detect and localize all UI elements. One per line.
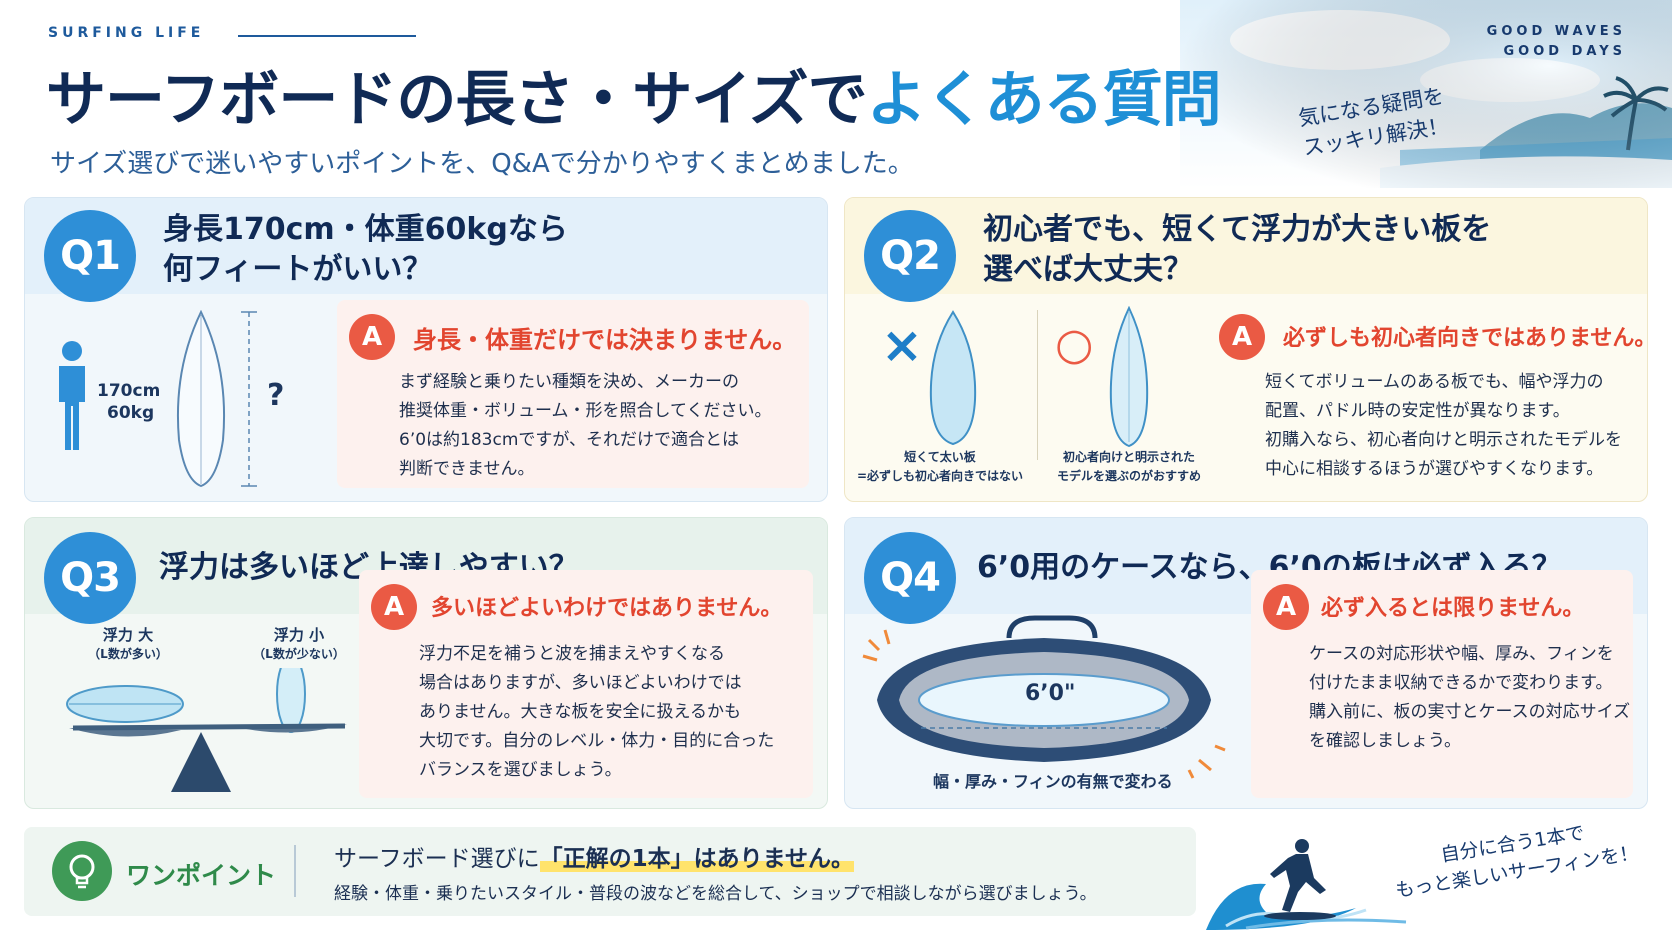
q2-good-label-line-2: モデルを選ぶのがおすすめ <box>1056 469 1201 483</box>
q3-answer-head: 多いほどよいわけではありません。 <box>431 596 783 621</box>
q3-answer-line: 浮力不足を補うと波を捕まえやすくなる <box>419 644 725 664</box>
title-accent: よくある質問 <box>866 65 1222 135</box>
q2-answer-line: 初購入なら、初心者向けと明示されたモデルを <box>1265 430 1622 450</box>
slogan-line-1: GOOD WAVES <box>1486 24 1626 39</box>
q4-answer-body: ケースの対応形状や幅、厚み、フィンを 付けたまま収納できるかで変わります。 購入… <box>1309 640 1630 756</box>
one-point-line-1-pre: サーフボード選びに <box>334 846 540 872</box>
q1-figure-height: 170cm <box>97 381 161 401</box>
surfer-wave-illustration <box>1206 839 1407 930</box>
one-point-banner: ワンポイント サーフボード選びに「正解の1本」はありません。 経験・体重・乗りた… <box>24 827 1196 916</box>
q3-big-label: 浮力 大 （L数が多い） <box>73 626 183 664</box>
q3-big-label-sub: （L数が多い） <box>88 647 168 661</box>
q3-answer-badge: A <box>371 584 417 630</box>
page-title: サーフボードの長さ・サイズでよくある質問 <box>46 58 1222 142</box>
q4-badge: Q4 <box>864 532 956 624</box>
q2-good-label: 初心者向けと明示された モデルを選ぶのがおすすめ <box>1039 448 1219 486</box>
q3-big-label-title: 浮力 大 <box>102 626 154 644</box>
beach-scene-illustration <box>1180 0 1672 188</box>
q2-answer-line: 配置、パドル時の安定性が異なります。 <box>1265 401 1570 421</box>
q3-small-label: 浮力 小 （L数が少ない） <box>239 626 359 664</box>
q2-answer-badge: A <box>1219 314 1265 360</box>
q2-bad-label-line-2: =必ずしも初心者向きではない <box>856 469 1024 483</box>
surfboard-icon <box>176 310 226 488</box>
page-subtitle: サイズ選びで迷いやすいポイントを、Q&Aで分かりやすくまとめました。 <box>50 149 914 179</box>
q1-title-line-2: 何フィートがいい？ <box>163 252 433 287</box>
q3-answer-line: 大切です。自分のレベル・体力・目的に合った <box>419 731 775 751</box>
faq-card-q4: Q4 6’0用のケースなら、6’0の板は必ず入る？ 6’0" 幅・厚み・フィンの… <box>844 517 1648 809</box>
q3-answer-line: 場合はありますが、多いほどよいわけでは <box>419 673 742 693</box>
one-point-label: ワンポイント <box>126 861 277 890</box>
q3-answer-body: 浮力不足を補うと波を捕まえやすくなる 場合はありますが、多いほどよいわけでは あ… <box>419 640 774 785</box>
slogan: GOOD WAVES GOOD DAYS <box>1487 22 1626 62</box>
q2-answer-line: 短くてボリュームのある板でも、幅や浮力の <box>1265 372 1604 392</box>
q1-answer-head: 身長・体重だけでは決まりません。 <box>413 326 797 354</box>
q1-answer-line: 判断できません。 <box>399 459 535 479</box>
q2-answer-line: 中心に相談するほうが選びやすくなります。 <box>1265 459 1604 479</box>
q1-question-mark: ? <box>267 378 285 413</box>
faq-card-q2: Q2 初心者でも、短くて浮力が大きい板を 選べば大丈夫？ × 短くて太い板 =必… <box>844 197 1648 502</box>
q1-answer-line: まず経験と乗りたい種類を決め、メーカーの <box>399 372 739 392</box>
kicker: SURFING LIFE <box>48 25 205 41</box>
q4-case-size: 6’0" <box>1025 681 1076 706</box>
person-icon <box>59 341 85 450</box>
q3-small-label-sub: （L数が少ない） <box>253 647 345 661</box>
title-main: サーフボードの長さ・サイズで <box>46 65 868 135</box>
short-wide-board-icon <box>929 310 977 446</box>
q2-badge: Q2 <box>864 210 956 302</box>
cross-icon: × <box>881 316 923 374</box>
beginner-board-icon <box>1109 306 1149 448</box>
q1-answer-line: 推奨体重・ボリューム・形を照合してください。 <box>399 401 772 421</box>
q2-answer-body: 短くてボリュームのある板でも、幅や浮力の 配置、パドル時の安定性が異なります。 … <box>1265 368 1622 484</box>
lightbulb-icon <box>52 841 112 901</box>
faq-card-q3: Q3 浮力は多いほど上達しやすい？ 浮力 大 （L数が多い） 浮力 小 （L数が… <box>24 517 828 809</box>
length-dimension-line <box>241 311 257 487</box>
q2-header <box>845 198 1647 294</box>
q1-title-line-1: 身長170cm・体重60kgなら <box>163 212 568 247</box>
q2-good-label-line-1: 初心者向けと明示された <box>1062 450 1195 464</box>
q1-answer-body: まず経験と乗りたい種類を決め、メーカーの 推奨体重・ボリューム・形を照合してくだ… <box>399 368 771 484</box>
q2-title-line-2: 選べば大丈夫？ <box>983 252 1193 287</box>
q3-small-label-title: 浮力 小 <box>273 626 325 644</box>
q1-answer: A 身長・体重だけでは決まりません。 まず経験と乗りたい種類を決め、メーカーの … <box>337 300 809 488</box>
q2-illustration-divider <box>1037 310 1038 460</box>
q4-answer-line: 購入前に、板の実寸とケースの対応サイズ <box>1309 702 1631 722</box>
q4-answer-line: ケースの対応形状や幅、厚み、フィンを <box>1309 644 1614 664</box>
one-point-line-2: 経験・体重・乗りたいスタイル・普段の波などを総合して、ショップで相談しながら選び… <box>334 884 1097 904</box>
q3-answer: A 多いほどよいわけではありません。 浮力不足を補うと波を捕まえやすくなる 場合… <box>359 570 813 798</box>
q4-answer-line: 付けたまま収納できるかで変わります。 <box>1309 673 1613 693</box>
q4-case-caption: 幅・厚み・フィンの有無で変わる <box>933 772 1173 791</box>
q1-badge: Q1 <box>44 210 136 302</box>
circle-icon: ○ <box>1055 319 1094 370</box>
q2-bad-label: 短くて太い板 =必ずしも初心者向きではない <box>855 448 1025 486</box>
one-point-divider <box>294 845 296 897</box>
q2-title-line-1: 初心者でも、短くて浮力が大きい板を <box>983 212 1492 247</box>
q4-answer-line: を確認しましょう。 <box>1309 731 1461 751</box>
q2-answer: A 必ずしも初心者向きではありません。 短くてボリュームのある板でも、幅や浮力の… <box>1207 300 1647 488</box>
q3-answer-line: バランスを選びましょう。 <box>419 760 622 780</box>
q3-badge: Q3 <box>44 532 136 624</box>
q3-answer-line: ありません。大きな板を安全に扱えるかも <box>419 702 741 722</box>
faq-card-q1: Q1 身長170cm・体重60kgなら 何フィートがいい？ 170cm 60kg… <box>24 197 828 502</box>
board-case-icon <box>862 615 1226 779</box>
q1-header <box>25 198 827 294</box>
q2-answer-head: 必ずしも初心者向きではありません。 <box>1283 326 1648 351</box>
q4-answer-head: 必ず入るとは限りません。 <box>1321 596 1585 621</box>
q1-figure-weight: 60kg <box>107 403 155 423</box>
balance-scale-icon <box>66 668 347 792</box>
one-point-highlight: 「正解の1本」はありません。 <box>539 846 854 872</box>
q2-bad-label-line-1: 短くて太い板 <box>904 450 976 464</box>
kicker-divider <box>238 35 416 37</box>
q1-answer-badge: A <box>349 314 395 360</box>
q1-title: 身長170cm・体重60kgなら 何フィートがいい？ <box>163 210 568 290</box>
q4-answer: A 必ず入るとは限りません。 ケースの対応形状や幅、厚み、フィンを 付けたまま収… <box>1251 570 1633 798</box>
q2-title: 初心者でも、短くて浮力が大きい板を 選べば大丈夫？ <box>983 210 1491 290</box>
q1-answer-line: 6’0は約183cmですが、それだけで適合とは <box>399 430 740 450</box>
slogan-line-2: GOOD DAYS <box>1503 44 1626 59</box>
q4-answer-badge: A <box>1263 584 1309 630</box>
one-point-line-1: サーフボード選びに「正解の1本」はありません。 <box>334 839 854 873</box>
